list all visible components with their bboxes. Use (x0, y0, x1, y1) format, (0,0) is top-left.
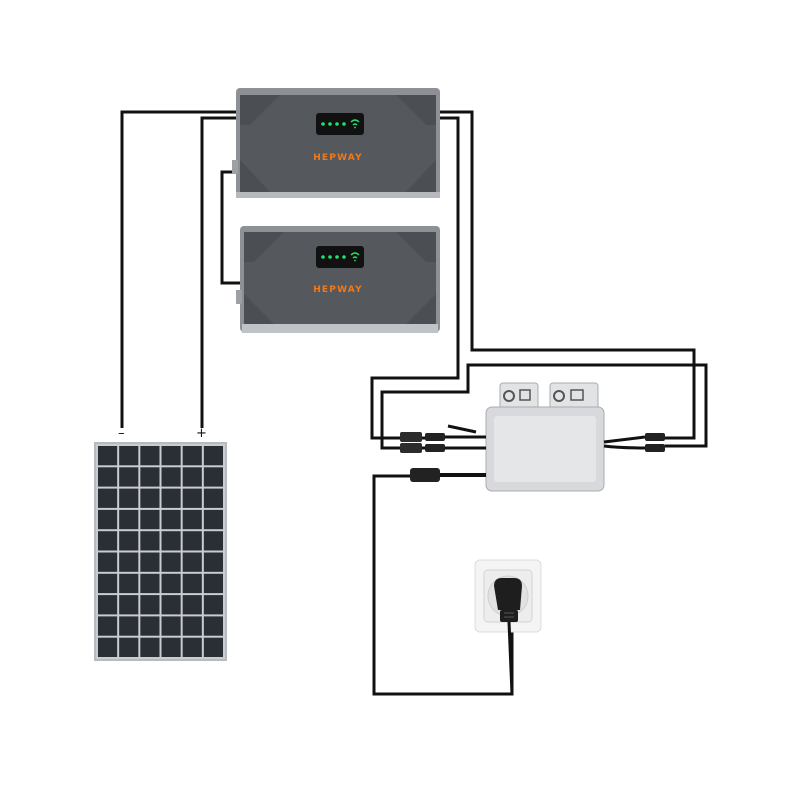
mounting-bracket (499, 382, 539, 414)
solar-cell (203, 488, 223, 508)
solar-cell (119, 446, 139, 466)
dc-connector-left (400, 424, 486, 453)
solar-cell (98, 467, 118, 487)
solar-cell (119, 488, 139, 508)
status-panel (316, 246, 364, 268)
solar-cell (119, 509, 139, 530)
solar-cell (140, 637, 160, 657)
solar-cell (182, 509, 202, 530)
solar-cell (140, 616, 160, 636)
solar-cell (182, 616, 202, 636)
status-led (321, 122, 325, 126)
solar-cell (119, 595, 139, 615)
status-led (335, 122, 339, 126)
solar-cell (161, 446, 181, 466)
dc-connector-right (603, 433, 665, 452)
solar-cell (161, 573, 181, 594)
solar-cell (98, 573, 118, 594)
solar-cell (140, 573, 160, 594)
mounting-bracket (549, 382, 599, 414)
solar-cell (161, 552, 181, 572)
micro-inverter (400, 382, 665, 492)
solar-cell (203, 467, 223, 487)
solar-cell (140, 595, 160, 615)
positive-terminal-label: + (196, 426, 207, 441)
solar-cell (140, 446, 160, 466)
solar-cell (98, 531, 118, 551)
solar-cell (161, 531, 181, 551)
brand-logo: HEPWAY (313, 285, 363, 295)
solar-cell (203, 509, 223, 530)
solar-cell (140, 467, 160, 487)
status-led (328, 255, 332, 259)
solar-cell (98, 637, 118, 657)
solar-cell (203, 616, 223, 636)
battery-module-top: HEPWAY (232, 88, 440, 198)
solar-cell (182, 467, 202, 487)
solar-cell (119, 637, 139, 657)
status-led (342, 122, 346, 126)
schuko-plug-icon (494, 578, 522, 695)
solar-cell (161, 616, 181, 636)
solar-cell (182, 573, 202, 594)
solar-cell (140, 531, 160, 551)
wire-panel-negative (120, 110, 238, 428)
solar-cell (119, 552, 139, 572)
solar-cell (182, 531, 202, 551)
status-led (328, 122, 332, 126)
solar-cell (182, 488, 202, 508)
solar-cell (161, 637, 181, 657)
solar-cell (119, 616, 139, 636)
solar-cell (98, 552, 118, 572)
wire-inverter-loop-right (380, 363, 708, 450)
negative-terminal-label: – (118, 426, 125, 441)
solar-cell (182, 637, 202, 657)
solar-panel (94, 442, 227, 661)
status-led (335, 255, 339, 259)
solar-cells (98, 446, 223, 657)
solar-cell (161, 509, 181, 530)
status-panel (316, 113, 364, 135)
solar-cell (140, 509, 160, 530)
solar-cell (161, 488, 181, 508)
solar-cell (140, 488, 160, 508)
solar-cell (98, 488, 118, 508)
wire-panel-positive (200, 116, 238, 428)
solar-cell (98, 616, 118, 636)
status-led (342, 255, 346, 259)
brand-logo: HEPWAY (313, 153, 363, 163)
solar-cell (203, 637, 223, 657)
battery-module-bottom: HEPWAY (236, 226, 440, 333)
wall-outlet (474, 559, 542, 695)
solar-cell (203, 573, 223, 594)
solar-cell (119, 467, 139, 487)
solar-cell (119, 531, 139, 551)
solar-cell (203, 531, 223, 551)
solar-cell (140, 552, 160, 572)
solar-cell (98, 509, 118, 530)
wifi-icon (350, 252, 360, 262)
solar-cell (98, 595, 118, 615)
ac-output-connector (410, 468, 486, 482)
wiring (120, 110, 708, 696)
status-led (321, 255, 325, 259)
solar-cell (119, 573, 139, 594)
solar-cell (182, 595, 202, 615)
wire-battery-out-a (438, 110, 696, 440)
solar-cell (161, 467, 181, 487)
solar-cell (182, 446, 202, 466)
solar-cell (161, 595, 181, 615)
wire-battery-link (220, 170, 240, 285)
solar-cell (203, 595, 223, 615)
solar-cell (203, 446, 223, 466)
solar-cell (182, 552, 202, 572)
solar-cell (203, 552, 223, 572)
wifi-icon (350, 119, 360, 129)
solar-cell (98, 446, 118, 466)
